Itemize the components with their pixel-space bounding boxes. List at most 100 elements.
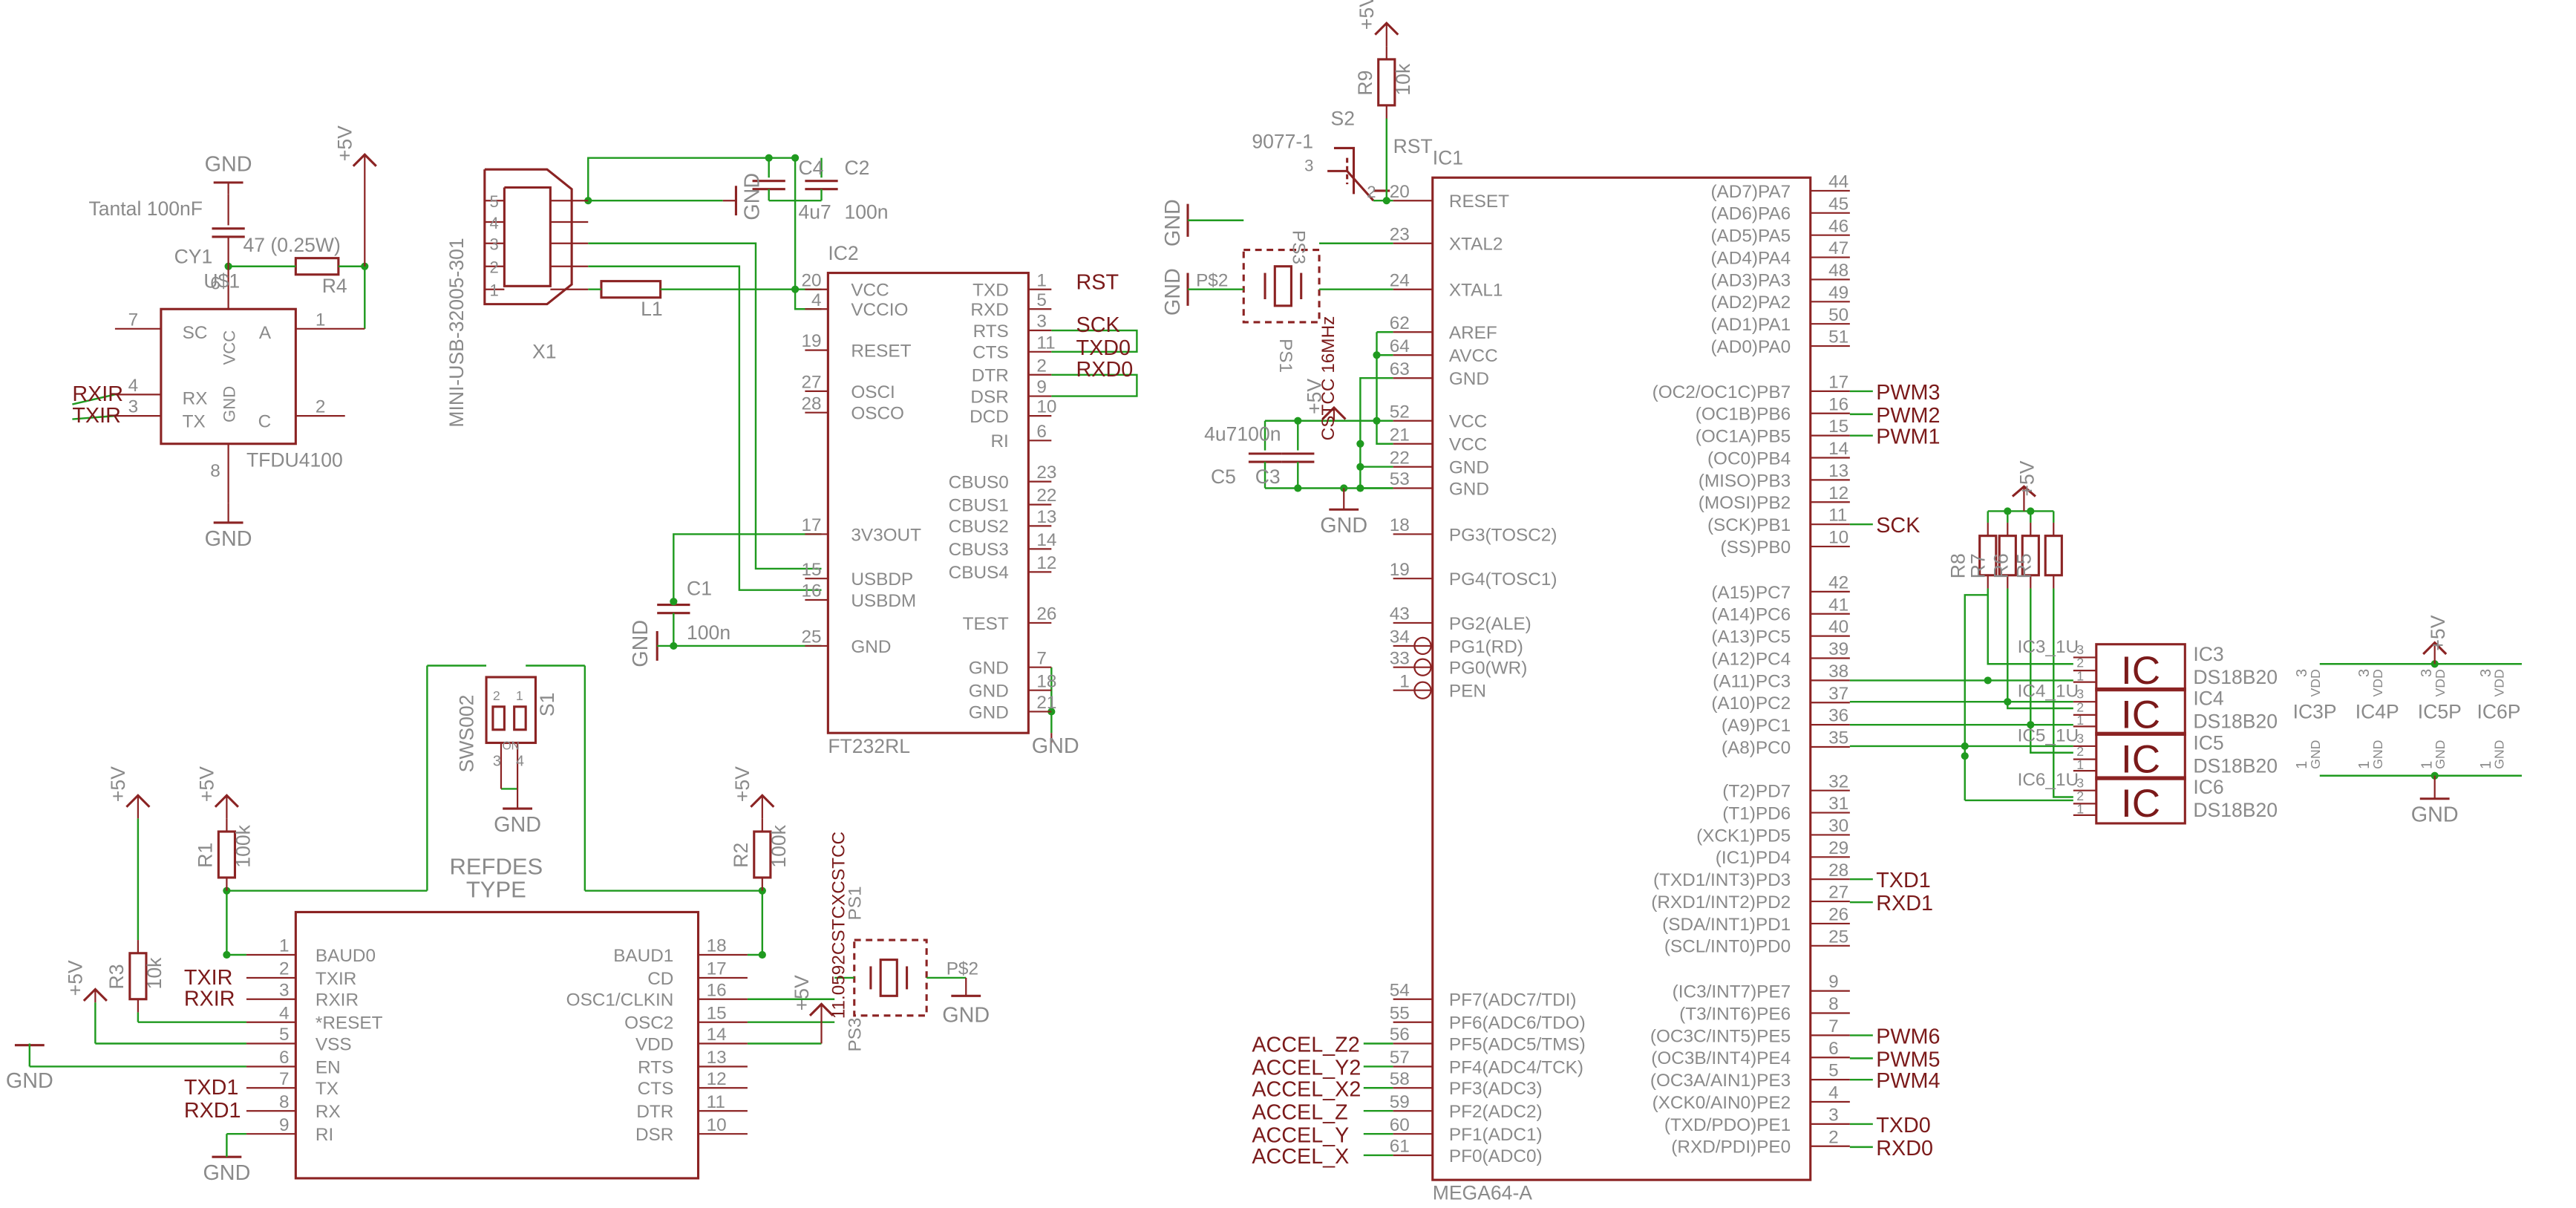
pin-number: 4 xyxy=(279,1003,290,1023)
pin-name: BAUD1 xyxy=(613,946,673,966)
crystal-pin: PS1 xyxy=(1275,339,1295,373)
vcc-label: +5V xyxy=(65,960,87,996)
gnd-label: GND xyxy=(494,813,541,837)
pin-name: CD xyxy=(647,969,673,989)
net-accel: ACCEL_X2 xyxy=(1252,1077,1361,1101)
sensor-pin: 1 xyxy=(2076,668,2084,683)
sensor-pin: 2 xyxy=(2076,744,2084,759)
junction-dot xyxy=(758,950,766,959)
pin-name: (XCK0/AIN0)PE2 xyxy=(1653,1093,1791,1113)
pin-name: (A12)PC4 xyxy=(1711,649,1791,669)
pin-number: 27 xyxy=(1828,883,1848,903)
pin-name: C xyxy=(258,412,272,432)
pin-number: 19 xyxy=(801,331,821,351)
switch-on: ON xyxy=(503,740,520,752)
switch-name: S1 xyxy=(536,693,558,716)
pin-number: 8 xyxy=(210,461,220,481)
ir-body xyxy=(160,307,297,445)
pin-name: CBUS0 xyxy=(949,472,1009,492)
pin-number: 43 xyxy=(1390,604,1410,624)
pin-name: PEN xyxy=(1449,682,1486,702)
pin-name: TXD xyxy=(972,281,1009,301)
pin-number: 13 xyxy=(1036,507,1056,527)
pin-name: (XCK1)PD5 xyxy=(1696,826,1791,846)
pin-name: (A14)PC6 xyxy=(1711,605,1791,625)
pin-number: 48 xyxy=(1828,261,1848,281)
pin-name: (A11)PC3 xyxy=(1713,671,1791,691)
pin-name: PF5(ADC5/TMS) xyxy=(1449,1034,1586,1054)
pin-name: CTS xyxy=(972,343,1009,363)
pin-number: 10 xyxy=(707,1115,727,1135)
pin-number: 42 xyxy=(1828,572,1848,592)
sensor-body xyxy=(2095,643,2186,692)
crystal-outline xyxy=(1242,249,1321,324)
pin-name: (A15)PC7 xyxy=(1711,583,1791,603)
pin-name: GND xyxy=(220,386,238,422)
connector-pin-name: VDD xyxy=(2433,669,2448,696)
pin-number: 20 xyxy=(1390,182,1410,202)
wire xyxy=(72,394,116,405)
pin-name: (SCK)PB1 xyxy=(1707,515,1791,535)
gnd-label: GND xyxy=(740,173,764,221)
sensor-glyph: IC xyxy=(2121,649,2160,693)
connector-pin: 3 xyxy=(2478,669,2494,677)
wire xyxy=(2030,588,2073,754)
junction-dot xyxy=(2004,698,2012,706)
pin-name: PF2(ADC2) xyxy=(1449,1102,1543,1122)
crystal-body xyxy=(879,959,898,997)
usb-name: X1 xyxy=(532,341,556,363)
pin-name: CBUS1 xyxy=(949,495,1009,515)
pin-name: RXIR xyxy=(316,990,359,1011)
net-label: PWM1 xyxy=(1876,425,1940,449)
resistor-name: R8 xyxy=(1947,553,1969,578)
pin-number: 61 xyxy=(1390,1137,1410,1157)
pin-number: 54 xyxy=(1390,980,1410,1000)
net-accel: ACCEL_Z xyxy=(1252,1100,1347,1124)
connector-pin: 3 xyxy=(2294,669,2310,677)
cap-name: C1 xyxy=(687,577,712,599)
pin-name: VCCIO xyxy=(851,300,908,320)
pin-name: USBDM xyxy=(851,591,916,611)
wire xyxy=(587,157,822,310)
pin-name: BAUD0 xyxy=(316,946,376,966)
pin-name: GND xyxy=(1449,458,1489,478)
pin-name: RI xyxy=(990,431,1008,451)
pin-number: 24 xyxy=(1390,270,1410,290)
pin-number: 44 xyxy=(1828,172,1848,192)
pin-number: 1 xyxy=(316,310,326,330)
pin-name: TXIR xyxy=(316,969,356,989)
cap-value: 100n xyxy=(844,201,888,223)
pin-name: (RXD/PDI)PE0 xyxy=(1671,1137,1791,1158)
pin-name: DTR xyxy=(636,1102,673,1122)
resistor-name: R2 xyxy=(730,843,752,868)
pin-name: TEST xyxy=(963,614,1009,634)
pin-number: 2 xyxy=(1036,356,1047,376)
inductor-name: L1 xyxy=(641,298,663,320)
net-label: PWM5 xyxy=(1876,1048,1940,1071)
pin-number: 1 xyxy=(1036,270,1047,290)
pin-name: (A9)PC1 xyxy=(1722,716,1791,736)
pin-name: AREF xyxy=(1449,323,1497,343)
sensor-name: IC6 xyxy=(2193,776,2223,798)
pin-number: 28 xyxy=(1828,861,1848,881)
net-txir: TXIR xyxy=(72,404,121,428)
cap-value: 100n xyxy=(687,621,730,644)
pin-number: 53 xyxy=(1390,469,1410,489)
crystal-pin: PS1 xyxy=(846,887,866,921)
net-label: SCK xyxy=(1876,514,1920,538)
junction-dot xyxy=(223,950,231,959)
vcc-arrow xyxy=(2422,641,2448,656)
gnd-label: GND xyxy=(629,620,653,667)
net-label: PWM6 xyxy=(1876,1025,1940,1048)
pin-number: 2 xyxy=(279,959,290,979)
usb-body xyxy=(483,168,573,306)
net-rst: RST xyxy=(1393,135,1433,157)
dip-switch-lever xyxy=(491,705,506,731)
pin-name: (OC1A)PB5 xyxy=(1696,427,1791,447)
pin-name: (A10)PC2 xyxy=(1711,693,1791,714)
connector-name: IC3P xyxy=(2293,700,2337,722)
switch-pin: 2 xyxy=(1367,183,1376,201)
gnd-label: GND xyxy=(205,527,252,551)
pin-name: XTAL1 xyxy=(1449,281,1503,301)
vcc-label: +5V xyxy=(196,766,218,802)
